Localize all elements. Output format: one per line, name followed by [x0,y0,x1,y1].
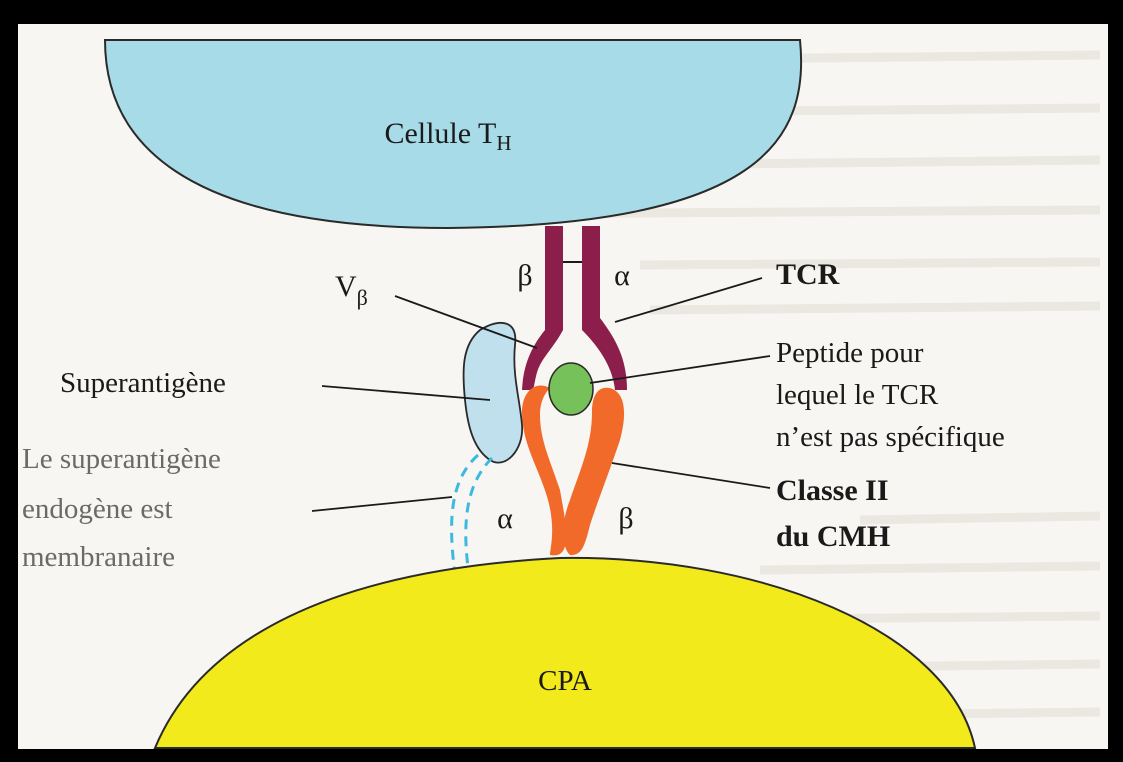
mhc-alpha-symbol: α [497,502,513,535]
mhc-label-line-2: du CMH [776,520,890,553]
peptide [549,363,593,415]
endogenous-label-line-2: endogène est [22,493,173,525]
superantigen-label: Superantigène [60,367,226,399]
endogenous-label-line-1: Le superantigène [22,443,221,475]
endogenous-label-line-3: membranaire [22,541,175,573]
mhc-label-line-1: Classe II [776,474,889,507]
tcr-alpha-symbol: α [614,259,630,292]
tcr-label: TCR [776,258,840,291]
th-cell-label: Cellule TH [384,117,511,155]
tcr-beta-symbol: β [517,259,532,292]
peptide-label-line-2: lequel le TCR [776,379,939,411]
peptide-label-line-1: Peptide pour [776,337,924,369]
peptide-label-line-3: n’est pas spécifique [776,421,1005,453]
mhc-beta-symbol: β [618,502,633,535]
apc-label: CPA [538,665,592,697]
